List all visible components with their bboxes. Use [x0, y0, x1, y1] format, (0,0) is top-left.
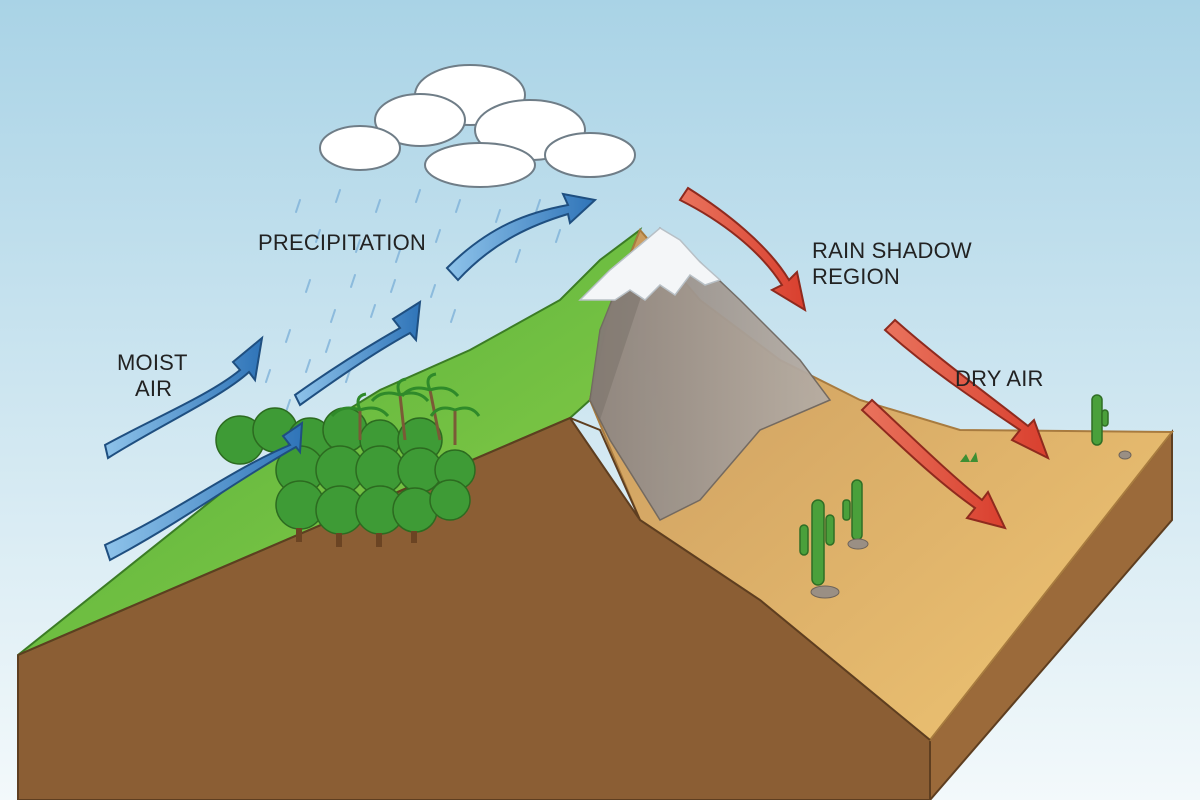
precipitation-label: PRECIPITATION [258, 230, 427, 255]
dry-arrow-1 [678, 186, 807, 313]
front-ridge [17, 416, 931, 741]
rain-shadow-line-1: RAIN SHADOW [812, 238, 972, 263]
moist-arrow-4 [445, 192, 598, 282]
rain-shadow-line-2: REGION [812, 264, 900, 289]
dry-arrow-2 [883, 318, 1050, 461]
rain-shadow-label: RAIN SHADOW REGION [812, 238, 972, 290]
snowcap-icon [578, 227, 722, 301]
moist-air-label: MOIST AIR [117, 350, 188, 402]
dry-air-arrows [678, 186, 1050, 530]
moist-arrow-2 [103, 421, 304, 562]
dry-air-label: DRY AIR [955, 366, 1044, 391]
moist-air-line-2: AIR [135, 376, 173, 401]
moist-air-line-1: MOIST [117, 350, 188, 375]
moist-arrow-1 [103, 335, 264, 460]
desert-rocks [810, 450, 1132, 599]
tree-icon [215, 407, 476, 547]
moist-arrow-3 [293, 300, 422, 407]
cloud-icon [319, 64, 636, 188]
rain-icon [265, 189, 561, 413]
palm-icon [330, 372, 481, 445]
moist-air-arrows [103, 192, 598, 562]
dry-arrow-3 [860, 398, 1007, 530]
